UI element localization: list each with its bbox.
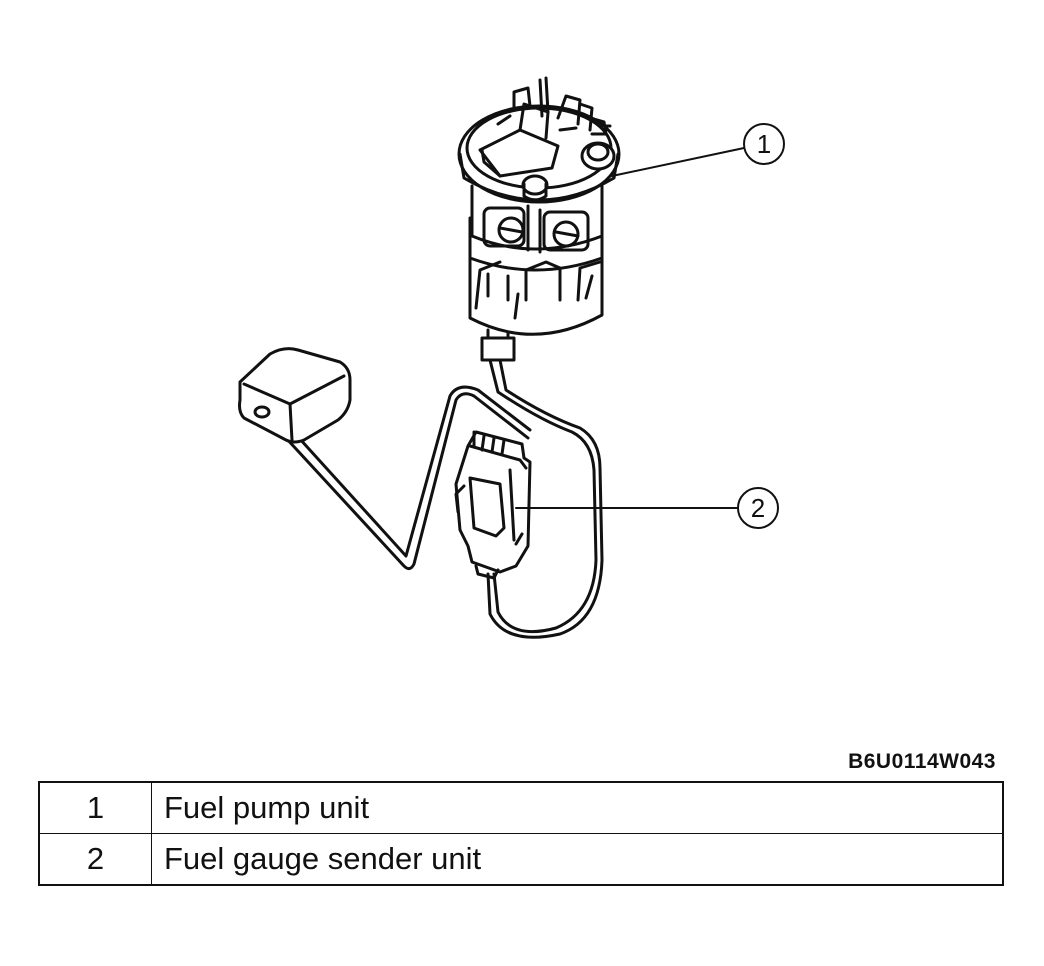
callout-1-circle bbox=[743, 123, 785, 165]
legend-description: Fuel gauge sender unit bbox=[151, 833, 1004, 886]
callout-2-number: 2 bbox=[751, 493, 765, 523]
legend-table: 1 Fuel pump unit 2 Fuel gauge sender uni… bbox=[38, 781, 1004, 886]
legend-number: 1 bbox=[38, 781, 152, 834]
fuel-gauge-sender-drawing bbox=[454, 430, 532, 580]
figure-code: B6U0114W043 bbox=[848, 750, 996, 773]
fuel-pump-unit-drawing bbox=[457, 76, 621, 336]
table-row: 2 Fuel gauge sender unit bbox=[38, 833, 1004, 886]
callout-1-leader bbox=[611, 147, 745, 177]
callout-1-number: 1 bbox=[757, 129, 771, 159]
fuel-pump-diagram: 1 2 bbox=[238, 76, 785, 639]
legend-description: Fuel pump unit bbox=[151, 781, 1004, 834]
float-arm-drawing bbox=[238, 347, 532, 571]
legend-number: 2 bbox=[38, 833, 152, 886]
wiring-harness-drawing bbox=[480, 328, 604, 639]
table-row: 1 Fuel pump unit bbox=[38, 781, 1004, 834]
callout-2-circle bbox=[737, 487, 779, 529]
